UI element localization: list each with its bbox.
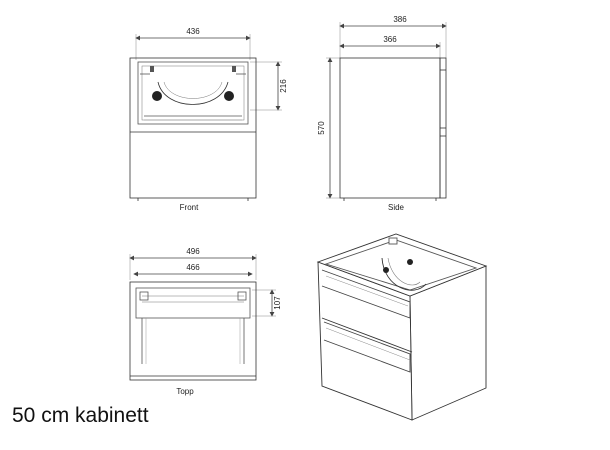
front-view — [129, 34, 282, 201]
side-body-depth-label: 366 — [383, 35, 397, 44]
front-height-label: 216 — [279, 79, 288, 93]
cabinet-caption: 50 cm kabinett — [12, 404, 149, 427]
front-cabinet-outline — [129, 57, 257, 199]
top-view — [129, 254, 276, 381]
side-cabinet-outline — [339, 57, 441, 199]
isometric-view — [316, 233, 488, 421]
side-view-label: Side — [388, 203, 405, 212]
dimension-labels: 436 216 Front 386 366 570 Side 496 466 1… — [176, 15, 407, 396]
top-inner-width-label: 466 — [186, 263, 200, 272]
top-view-label: Topp — [176, 387, 194, 396]
side-total-depth-label: 386 — [393, 15, 407, 24]
top-depth-label: 107 — [273, 296, 282, 310]
side-height-label: 570 — [317, 121, 326, 135]
side-view — [326, 22, 447, 201]
front-width-label: 436 — [186, 27, 200, 36]
top-total-width-label: 496 — [186, 247, 200, 256]
front-siphon-cutout — [157, 81, 229, 105]
front-view-label: Front — [180, 203, 199, 212]
top-cabinet-outline — [129, 281, 257, 381]
